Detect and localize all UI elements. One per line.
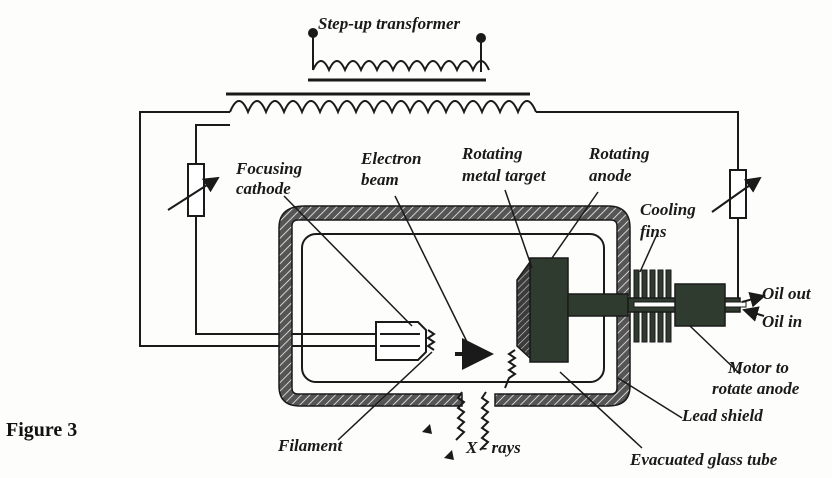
label-oil-out: Oil out [762,284,811,303]
label-motor-to: Motor to [728,358,789,377]
label-rotating-anode-2: anode [589,166,632,185]
label-evacuated-glass-tube: Evacuated glass tube [630,450,778,469]
label-filament: Filament [278,436,343,455]
label-rotate-anode: rotate anode [712,379,800,398]
lead-shield [278,205,631,407]
label-oil-in: Oil in [762,312,803,331]
label-x-rays: X - rays [466,438,521,457]
oil-out-arrow [741,291,766,308]
motor [674,283,726,327]
label-lead-shield: Lead shield [682,406,763,425]
label-electron: Electron [361,149,422,168]
rotating-anode [516,257,629,363]
label-cathode: cathode [236,179,291,198]
figure-label: Figure 3 [6,419,78,441]
label-step-up-transformer: Step-up transformer [318,14,461,33]
label-fins: fins [640,222,667,241]
label-focusing: Focusing [236,159,303,178]
step-up-transformer [226,28,537,115]
left-variable-resistor [167,163,220,217]
right-variable-resistor [711,169,762,219]
xray-line-3 [504,349,517,389]
leader-lines [283,189,741,449]
label-rotating-anode-1: Rotating [589,144,650,163]
label-cooling: Cooling [640,200,696,219]
label-rotating-target-1: Rotating [462,144,523,163]
xray-line-1 [455,391,466,441]
oil-in-arrow [742,306,765,322]
label-rotating-target-2: metal target [462,166,546,185]
label-beam: beam [361,170,399,189]
focusing-cathode [375,321,427,361]
xray-line-2 [479,391,490,451]
filament [426,329,436,351]
